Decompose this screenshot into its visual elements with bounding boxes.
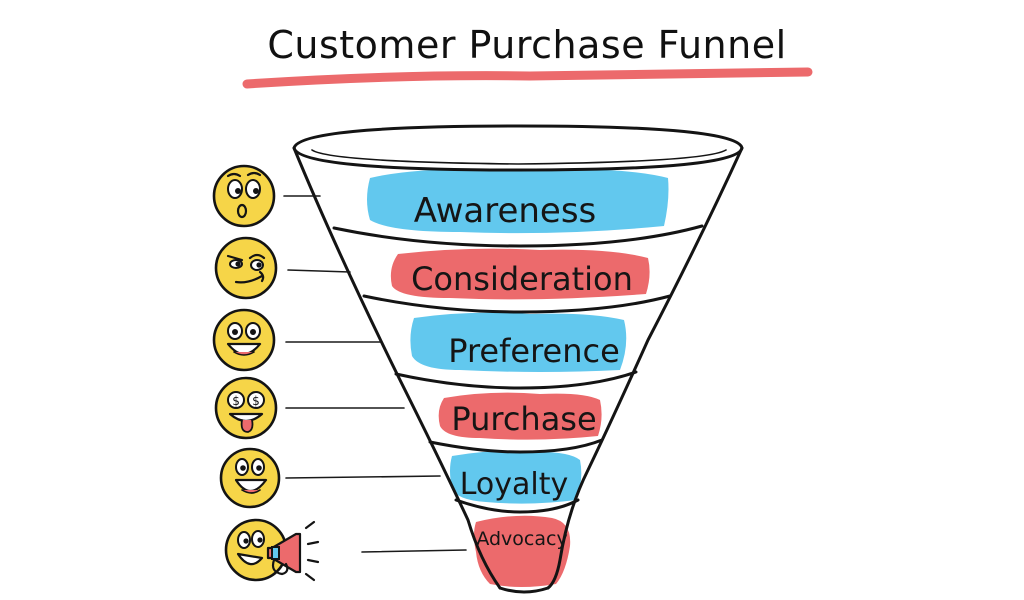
leader-line-loyalty bbox=[285, 475, 441, 479]
stage-labels: Awareness Consideration Preference Purch… bbox=[411, 191, 633, 550]
band-preference bbox=[410, 312, 627, 372]
leader-lines bbox=[283, 195, 467, 553]
stage-label-loyalty: Loyalty bbox=[460, 467, 569, 502]
grinning-face-icon bbox=[219, 447, 281, 509]
funnel-rim-inner bbox=[311, 149, 727, 165]
band-consideration bbox=[390, 248, 650, 300]
funnel-left-side bbox=[292, 146, 502, 590]
funnel-outline bbox=[292, 124, 744, 594]
leader-line-consideration bbox=[287, 269, 351, 273]
band-awareness bbox=[367, 169, 669, 234]
happy-face-icon bbox=[212, 308, 276, 372]
divider-5 bbox=[454, 498, 580, 514]
highlight-bands bbox=[367, 169, 669, 587]
stage-label-awareness: Awareness bbox=[414, 191, 597, 231]
funnel-tip bbox=[498, 586, 550, 594]
band-purchase bbox=[438, 392, 602, 440]
title-underline bbox=[242, 67, 813, 89]
divider-3 bbox=[394, 370, 638, 390]
leader-line-advocacy bbox=[361, 549, 467, 553]
surprised-face-icon bbox=[212, 164, 276, 228]
divider-2 bbox=[362, 294, 672, 314]
svg-text:$: $ bbox=[232, 394, 240, 408]
divider-1 bbox=[332, 224, 704, 248]
band-advocacy bbox=[474, 515, 571, 587]
funnel-right-side bbox=[546, 146, 744, 590]
divider-4 bbox=[428, 438, 604, 454]
money-eyes-face-icon: $ $ bbox=[214, 376, 278, 440]
band-loyalty bbox=[450, 450, 582, 504]
diagram-title: Customer Purchase Funnel bbox=[267, 23, 786, 67]
stage-label-preference: Preference bbox=[448, 332, 620, 370]
stage-label-purchase: Purchase bbox=[451, 400, 596, 438]
stage-label-consideration: Consideration bbox=[411, 260, 633, 298]
svg-text:$: $ bbox=[252, 394, 260, 408]
thinking-face-icon bbox=[214, 236, 278, 300]
megaphone-face-icon bbox=[224, 518, 320, 582]
stage-label-advocacy: Advocacy bbox=[476, 528, 567, 550]
